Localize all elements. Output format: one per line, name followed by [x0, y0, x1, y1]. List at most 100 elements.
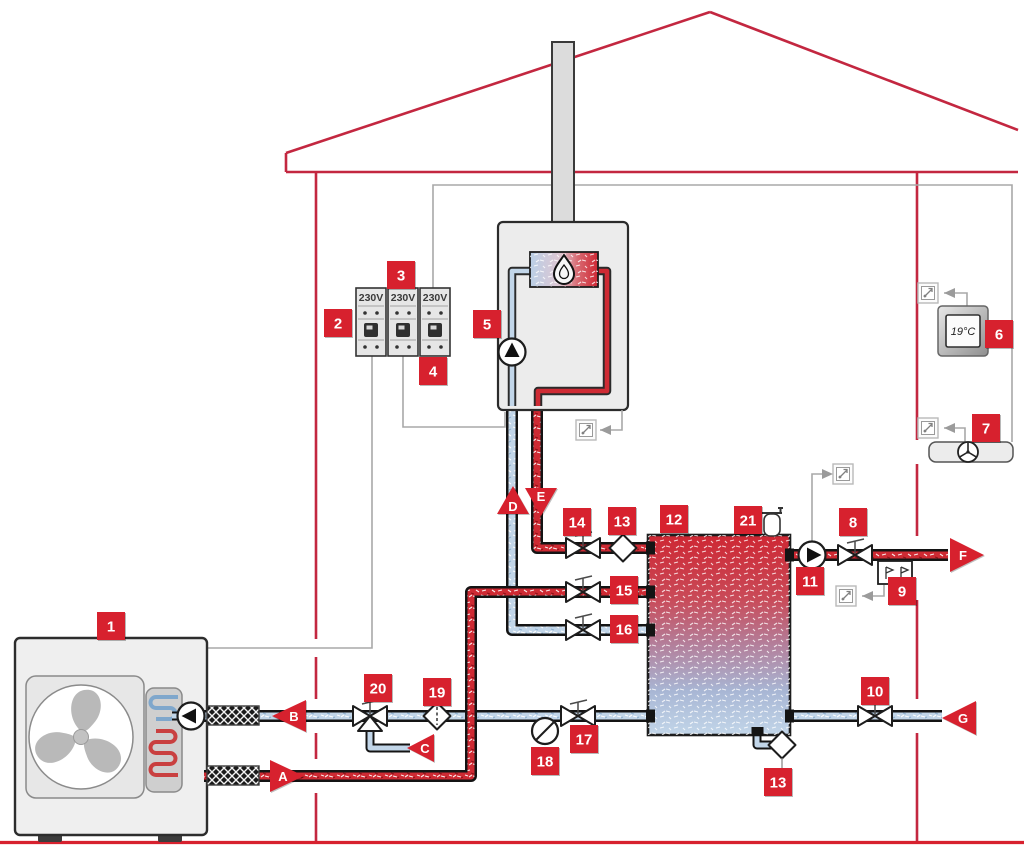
- svg-text:8: 8: [849, 515, 857, 532]
- callout-2: 2: [324, 309, 352, 337]
- callout-16: 16: [610, 615, 638, 643]
- callout-11: 11: [796, 567, 824, 595]
- callout-18: 18: [531, 747, 559, 775]
- breaker-voltage: 230V: [423, 292, 448, 304]
- callout-9: 9: [888, 577, 916, 605]
- check-valve-13-top: [608, 533, 638, 563]
- roof-right-line: [709, 10, 1019, 132]
- callout-13-top: 13: [608, 507, 636, 535]
- heat-pump-pump-icon: [176, 701, 206, 731]
- buffer-tank: [646, 507, 794, 737]
- callout-4: 4: [419, 357, 447, 385]
- callout-3: 3: [387, 261, 415, 289]
- svg-text:6: 6: [995, 327, 1003, 344]
- svg-text:12: 12: [666, 512, 683, 529]
- flow-arrow-e-label: E: [537, 489, 546, 504]
- room-thermostat: 19°C: [937, 305, 989, 357]
- wire-breaker-to-ventilation: [432, 184, 1013, 442]
- svg-text:2: 2: [334, 316, 342, 333]
- svg-text:13: 13: [614, 514, 631, 531]
- callout-8: 8: [839, 508, 867, 536]
- flow-arrow-g: [942, 701, 976, 735]
- callout-5: 5: [473, 310, 501, 338]
- gauge-icon: [530, 716, 560, 746]
- valve-16: [565, 613, 601, 641]
- breaker-box-left: 230V: [355, 287, 387, 357]
- callout-13-bottom: 13: [764, 768, 792, 796]
- fan-icon: [30, 689, 127, 778]
- three-way-valve-20: [352, 699, 388, 732]
- breaker-voltage: 230V: [391, 292, 416, 304]
- exchanger-coil-hot: [148, 729, 178, 777]
- check-valve-19: [422, 701, 452, 731]
- svg-text:10: 10: [867, 684, 884, 701]
- wireless-module-icon-pump11: [832, 463, 854, 485]
- svg-text:14: 14: [569, 515, 586, 532]
- svg-text:19: 19: [429, 685, 446, 702]
- flow-arrow-f-label: F: [959, 548, 967, 563]
- radio-modules: [575, 282, 955, 607]
- svg-text:16: 16: [616, 622, 633, 639]
- fittings: [176, 531, 913, 768]
- callout-10: 10: [861, 677, 889, 705]
- wire-pump11-radio: [811, 473, 824, 542]
- flame-icon: [553, 254, 575, 285]
- house-outline: [0, 10, 1024, 845]
- ventilation-unit: [928, 441, 1014, 463]
- svg-text:5: 5: [483, 317, 491, 334]
- valve-8: [837, 538, 873, 566]
- svg-text:11: 11: [802, 574, 818, 591]
- flow-arrow-b: [272, 700, 306, 732]
- flow-arrow-a: [270, 760, 304, 792]
- thermostat-reading: 19°C: [951, 326, 976, 338]
- valve-17: [560, 699, 596, 727]
- svg-text:1: 1: [107, 619, 115, 636]
- insulated-pipe-section: [206, 765, 260, 786]
- callout-20: 20: [364, 674, 392, 702]
- callout-7: 7: [972, 414, 1000, 442]
- fan-icon: [957, 441, 979, 463]
- valve-15: [565, 575, 601, 603]
- pipe-heat-pump-supply-fill: [204, 588, 650, 780]
- tank-ports: [646, 541, 794, 736]
- flow-arrow-b-label: B: [289, 709, 298, 724]
- callout-12: 12: [660, 505, 688, 533]
- chimney: [551, 41, 575, 225]
- buffer-tank-texture: [648, 535, 790, 735]
- callout-21: 21: [734, 506, 762, 534]
- wire-breaker-to-boiler: [402, 356, 506, 428]
- svg-text:20: 20: [370, 681, 387, 698]
- svg-text:21: 21: [740, 513, 757, 530]
- flow-arrow-d: [497, 486, 529, 514]
- boiler-internal-supply-fill: [535, 268, 610, 406]
- callout-6: 6: [985, 320, 1013, 348]
- flow-arrow-f: [950, 538, 984, 572]
- roof-left-line: [284, 10, 711, 172]
- insulated-pipe-section: [206, 705, 260, 726]
- breaker-box-right: 230V: [419, 287, 451, 357]
- callout-15: 15: [610, 576, 638, 604]
- svg-text:17: 17: [576, 732, 593, 749]
- svg-text:3: 3: [397, 268, 405, 285]
- svg-text:18: 18: [537, 754, 554, 771]
- air-vent-icon: [762, 507, 783, 537]
- breaker-voltage: 230V: [359, 292, 384, 304]
- svg-text:7: 7: [982, 421, 990, 438]
- wireless-module-icon-boiler: [575, 419, 597, 441]
- breaker-box-middle: 230V: [387, 287, 419, 357]
- flow-arrow-d-label: D: [508, 499, 517, 514]
- pipe-boiler-return-fill: [508, 404, 650, 634]
- flow-arrow-c: [407, 734, 434, 762]
- svg-text:9: 9: [898, 584, 906, 601]
- thermostat-display: [945, 314, 981, 348]
- wireless-module-icon-fan: [917, 417, 939, 439]
- pump-11-icon: [797, 540, 827, 570]
- callouts: 1 2 3 4 5 6 7 8 9 10 11 12 13 13 14 15 1…: [97, 261, 1013, 796]
- callout-14: 14: [563, 508, 591, 536]
- flow-arrow-g-label: G: [958, 711, 968, 726]
- flow-arrows: A B C D E F G: [270, 486, 984, 792]
- svg-text:15: 15: [616, 583, 633, 600]
- flow-arrow-c-label: C: [420, 741, 430, 756]
